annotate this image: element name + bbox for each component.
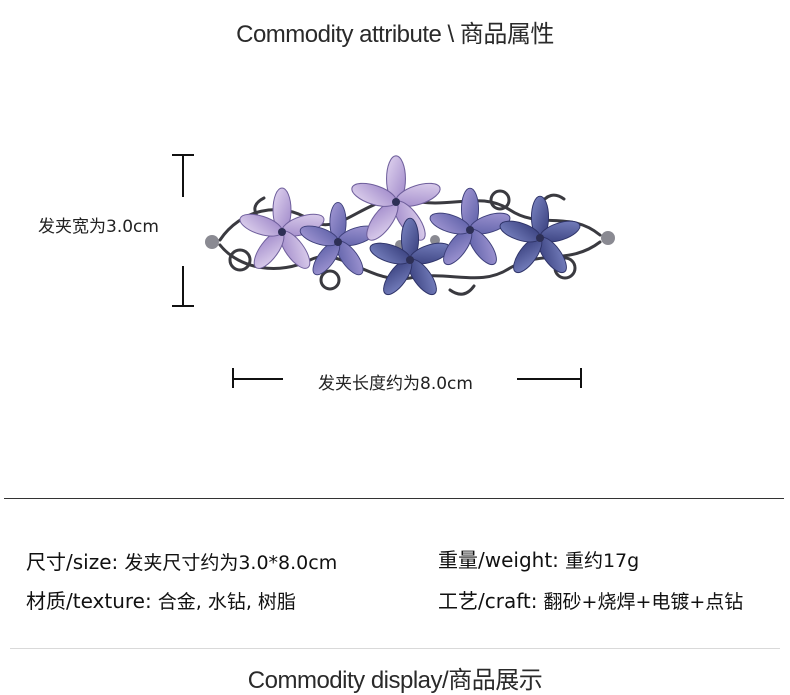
width-marker-line-upper: [182, 155, 184, 197]
spec-texture: 材质/texture: 合金, 水钻, 树脂: [26, 585, 296, 614]
length-label: 发夹长度约为8.0cm: [318, 374, 473, 394]
section-title-display: Commodity display/商品展示: [247, 667, 543, 694]
spec-weight-value: 重约17g: [564, 550, 640, 572]
section-divider: [4, 498, 784, 499]
section-divider-thin: [10, 648, 780, 649]
spec-texture-value: 合金, 水钻, 树脂: [157, 591, 296, 613]
spec-size: 尺寸/size: 发夹尺寸约为3.0*8.0cm: [26, 546, 337, 575]
length-marker-right-cap: [580, 368, 582, 388]
section-title-attribute: Commodity attribute \ 商品属性: [236, 21, 554, 48]
spec-craft: 工艺/craft: 翻砂+烧焊+电镀+点钻: [438, 585, 743, 614]
hair-clip-image: [205, 155, 615, 300]
spec-size-key: 尺寸/size:: [26, 550, 119, 574]
length-marker-line-right: [517, 378, 581, 380]
length-marker-line-left: [233, 378, 283, 380]
spec-size-value: 发夹尺寸约为3.0*8.0cm: [124, 552, 338, 574]
width-marker-bottom-cap: [172, 305, 194, 307]
spec-craft-value: 翻砂+烧焊+电镀+点钻: [543, 591, 744, 613]
width-label: 发夹宽为3.0cm: [38, 217, 159, 237]
spec-weight: 重量/weight: 重约17g: [438, 544, 639, 573]
spec-texture-key: 材质/texture:: [26, 589, 152, 613]
width-marker-line-lower: [182, 266, 184, 306]
spec-weight-key: 重量/weight:: [438, 548, 559, 572]
spec-craft-key: 工艺/craft:: [438, 589, 538, 613]
